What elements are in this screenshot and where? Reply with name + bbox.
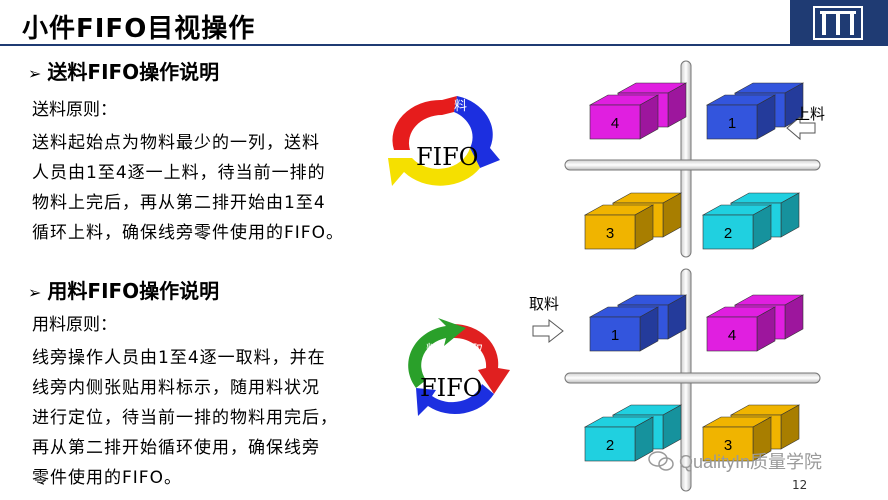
- title-underline: [0, 44, 790, 46]
- cycle-char: 料: [426, 343, 439, 358]
- text-line: 物料上完后，再从第二排开始由1至4: [32, 193, 326, 213]
- box-number: 1: [728, 115, 736, 132]
- box-face: [706, 316, 758, 352]
- section1-principle-label: 送料原则：: [32, 100, 117, 120]
- box-face: [584, 214, 636, 250]
- section1-heading: ➢送料FIFO操作说明: [28, 60, 220, 84]
- section1-text: 送料起始点为物料最少的一列，送料 人员由1至4逐一上料，待当前一排的 物料上完后…: [32, 128, 344, 248]
- use-cycle-label: FIFO: [420, 374, 482, 402]
- box-number: 4: [611, 115, 619, 132]
- cycle-char: 料: [454, 99, 467, 114]
- section2-principle-label: 用料原则：: [32, 315, 117, 335]
- bullet-arrow-icon: ➢: [28, 283, 42, 302]
- text-line: 进行定位，待当前一排的物料用完后，: [32, 408, 338, 428]
- cycle-char: 上: [426, 117, 439, 132]
- page-number: 12: [792, 478, 808, 492]
- fifo-rack-diagram: 4 1 3 2 1 4 2 3 上料 取料: [525, 55, 825, 495]
- box-face: [702, 426, 754, 462]
- load-label: 上料: [795, 105, 826, 123]
- section2-text: 线旁操作人员由1至4逐一取料，并在 线旁内侧张贴用料标示，随用料状况 进行定位，…: [32, 343, 338, 493]
- load-cycle-icon: FIFO 上 料: [388, 96, 500, 186]
- text-line: 线旁操作人员由1至4逐一取料，并在: [32, 348, 326, 368]
- box-face: [589, 316, 641, 352]
- cycle-char: 取: [470, 343, 483, 358]
- text-line: 零件使用的FIFO。: [32, 468, 182, 488]
- box-number: 4: [728, 327, 736, 344]
- page-title: 小件FIFO目视操作: [22, 14, 256, 44]
- text-line: 送料起始点为物料最少的一列，送料: [32, 133, 320, 153]
- chat-bubble-icon: [648, 451, 674, 471]
- load-cycle-label: FIFO: [416, 143, 478, 171]
- box-face: [706, 104, 758, 140]
- use-cycle-icon: FIFO 取 料: [408, 318, 510, 416]
- take-label: 取料: [529, 295, 560, 313]
- box-number: 2: [724, 225, 732, 242]
- logo: [790, 0, 888, 46]
- box-face: [584, 426, 636, 462]
- text-line: 再从第二排开始循环使用，确保线旁: [32, 438, 320, 458]
- box-number: 1: [611, 327, 619, 344]
- box-number: 3: [724, 437, 732, 454]
- text-line: 循环上料，确保线旁零件使用的FIFO。: [32, 223, 344, 243]
- box-face: [589, 104, 641, 140]
- text-line: 人员由1至4逐一上料，待当前一排的: [32, 163, 326, 183]
- box-number: 2: [606, 437, 614, 454]
- box-face: [702, 214, 754, 250]
- bullet-arrow-icon: ➢: [28, 64, 42, 83]
- text-line: 线旁内侧张贴用料标示，随用料状况: [32, 378, 320, 398]
- section2-heading: ➢用料FIFO操作说明: [28, 279, 220, 303]
- box-number: 3: [606, 225, 614, 242]
- watermark: QualityIn质量学院: [648, 448, 822, 474]
